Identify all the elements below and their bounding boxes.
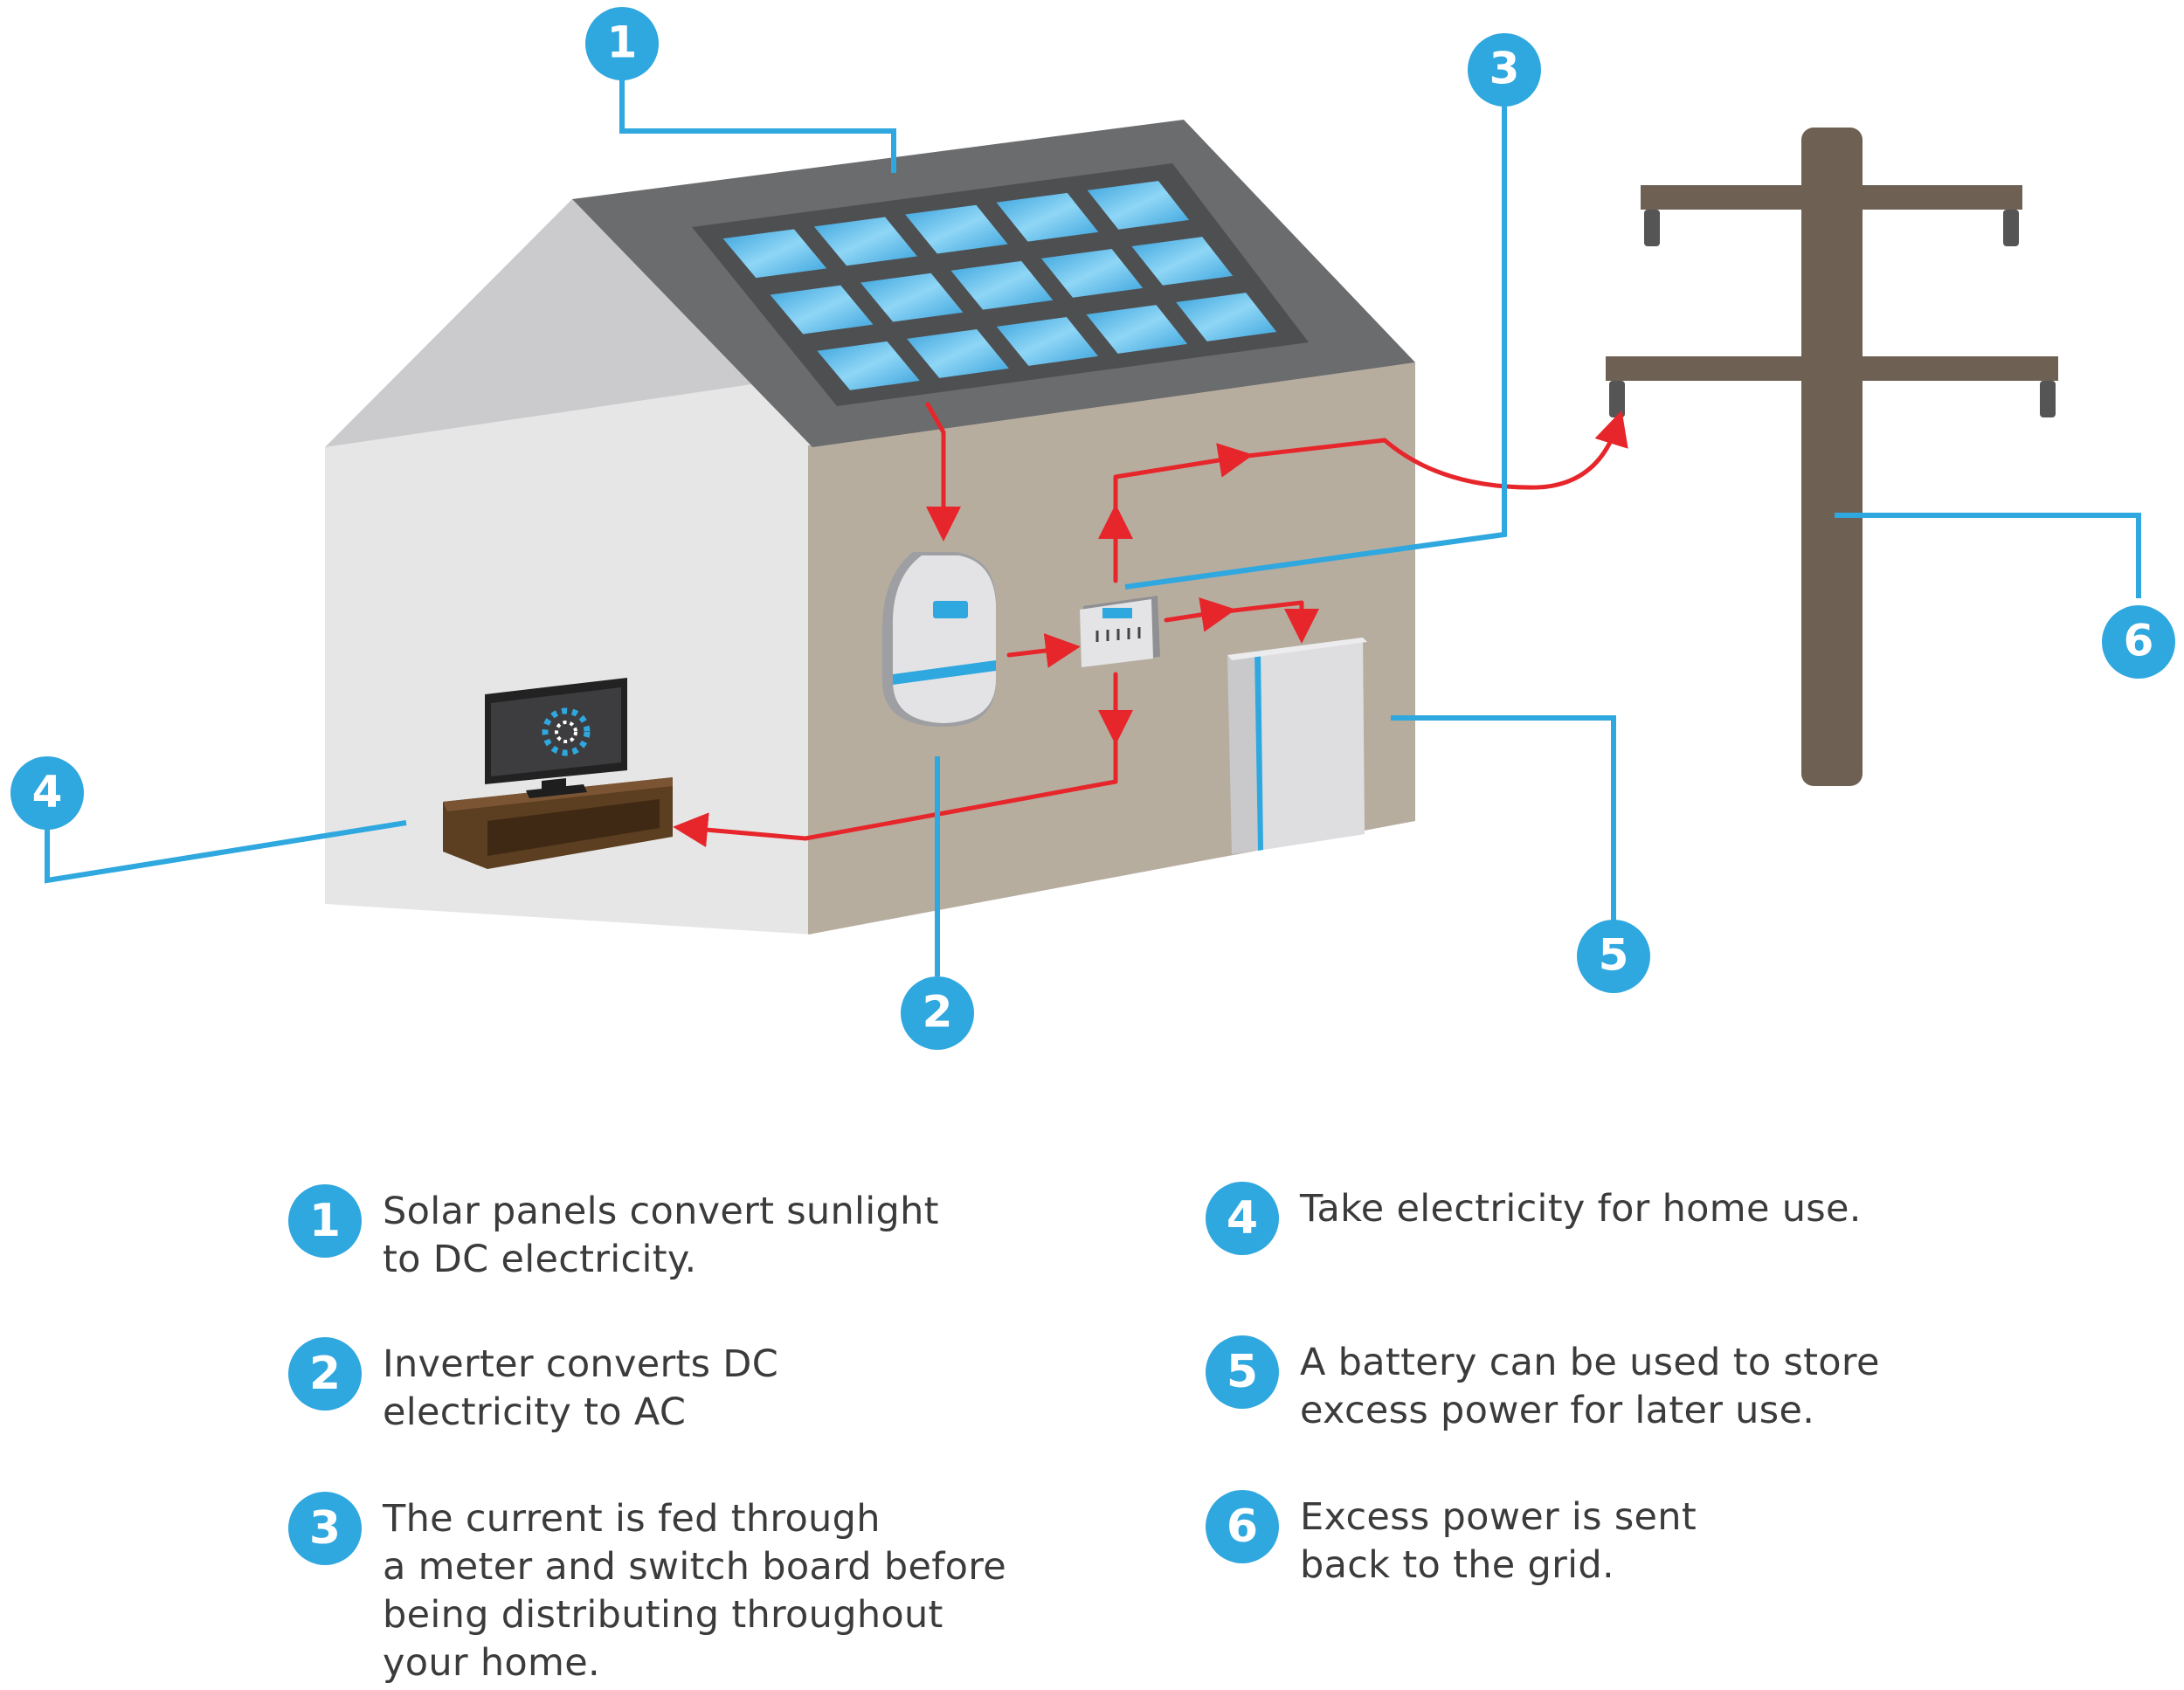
meter-display — [1102, 608, 1132, 618]
svg-text:5: 5 — [1599, 930, 1629, 981]
solar-panel — [1040, 249, 1144, 298]
solar-panel — [1086, 305, 1188, 354]
callout-badge-1: 1 — [585, 7, 659, 80]
svg-text:1: 1 — [607, 17, 638, 68]
legend-item-6: 6 Excess power is sent back to the grid. — [1206, 1490, 1697, 1590]
legend-badge-4: 4 — [1206, 1182, 1279, 1255]
callout-badges: 1 2 3 4 5 6 — [10, 7, 2175, 1050]
legend-badge-1: 1 — [288, 1184, 362, 1258]
callout-badge-5: 5 — [1577, 920, 1650, 993]
pole-lower-crossarm — [1606, 356, 2058, 381]
flow-to-grid — [1229, 410, 1628, 490]
legend-text-1: Solar panels convert sunlight to DC elec… — [383, 1190, 939, 1281]
flow-inverter-to-meter — [1006, 633, 1081, 668]
legend-item-3: 3 The current is fed through a meter and… — [288, 1492, 1007, 1687]
svg-text:4: 4 — [32, 767, 63, 817]
callout-lines — [45, 70, 2141, 976]
leader-3 — [1124, 107, 1507, 590]
legend-text-3: The current is fed through a meter and s… — [383, 1497, 1007, 1685]
svg-text:2: 2 — [923, 987, 953, 1038]
callout-badge-4: 4 — [10, 756, 84, 830]
house-gable-shade — [325, 199, 751, 447]
meter-switchboard — [1080, 596, 1160, 667]
solar-panel — [770, 285, 874, 335]
callout-badge-3: 3 — [1468, 33, 1541, 107]
callout-badge-6: 6 — [2102, 605, 2175, 679]
legend-item-1: 1 Solar panels convert sunlight to DC el… — [288, 1184, 939, 1284]
battery — [1227, 638, 1367, 854]
legend-item-5: 5 A battery can be used to store excess … — [1206, 1335, 1880, 1435]
tv-unit — [443, 678, 673, 869]
solar-panel — [950, 260, 1054, 310]
legend-item-4: 4 Take electricity for home use. — [1206, 1182, 1862, 1255]
legend-badge-2: 2 — [288, 1337, 362, 1411]
inverter-display — [933, 601, 968, 618]
solar-panel — [860, 272, 964, 322]
pole-upper-crossarm — [1641, 185, 2022, 210]
legend-item-2: 2 Inverter converts DC electricity to AC — [288, 1337, 779, 1437]
legend-badge-3: 3 — [288, 1492, 362, 1565]
solar-panels — [722, 181, 1277, 390]
tv-logo — [542, 707, 591, 756]
leader-6 — [1835, 513, 2141, 598]
solar-panel — [907, 328, 1009, 378]
flow-meter-to-battery-2 — [1216, 600, 1319, 644]
svg-text:3: 3 — [1489, 44, 1520, 94]
solar-panel — [1131, 237, 1234, 286]
solar-panel — [905, 204, 1008, 254]
utility-pole — [1606, 128, 2058, 786]
solar-panel — [1087, 181, 1190, 230]
legend-text-2: Inverter converts DC electricity to AC — [383, 1342, 779, 1434]
solar-panel — [996, 192, 1099, 242]
legend-badge-6: 6 — [1206, 1490, 1279, 1563]
leader-1 — [619, 70, 896, 173]
leader-4 — [45, 820, 407, 884]
solar-panel — [996, 317, 1099, 366]
inverter — [882, 552, 996, 727]
legend-text-4: Take electricity for home use. — [1300, 1187, 1862, 1231]
solar-panel — [1176, 293, 1277, 341]
power-flow — [673, 402, 1628, 848]
legend-text-5: A battery can be used to store excess po… — [1300, 1341, 1880, 1432]
leader-5 — [1391, 715, 1616, 921]
pole-post — [1801, 128, 1863, 786]
flow-panels-to-inverter — [925, 402, 961, 541]
flow-to-grid-top — [1113, 443, 1254, 530]
legend-badge-5: 5 — [1206, 1335, 1279, 1409]
solar-system-diagram: 1 2 3 4 5 6 — [10, 7, 2175, 1050]
callout-badge-2: 2 — [901, 976, 974, 1050]
solar-panel — [813, 217, 917, 266]
solar-panel — [817, 341, 920, 390]
flow-to-tv — [673, 722, 1118, 848]
flow-meter-to-battery-1 — [1164, 597, 1236, 632]
legend-text-6: Excess power is sent back to the grid. — [1300, 1495, 1697, 1587]
solar-panel — [722, 229, 827, 279]
svg-text:6: 6 — [2124, 616, 2154, 666]
